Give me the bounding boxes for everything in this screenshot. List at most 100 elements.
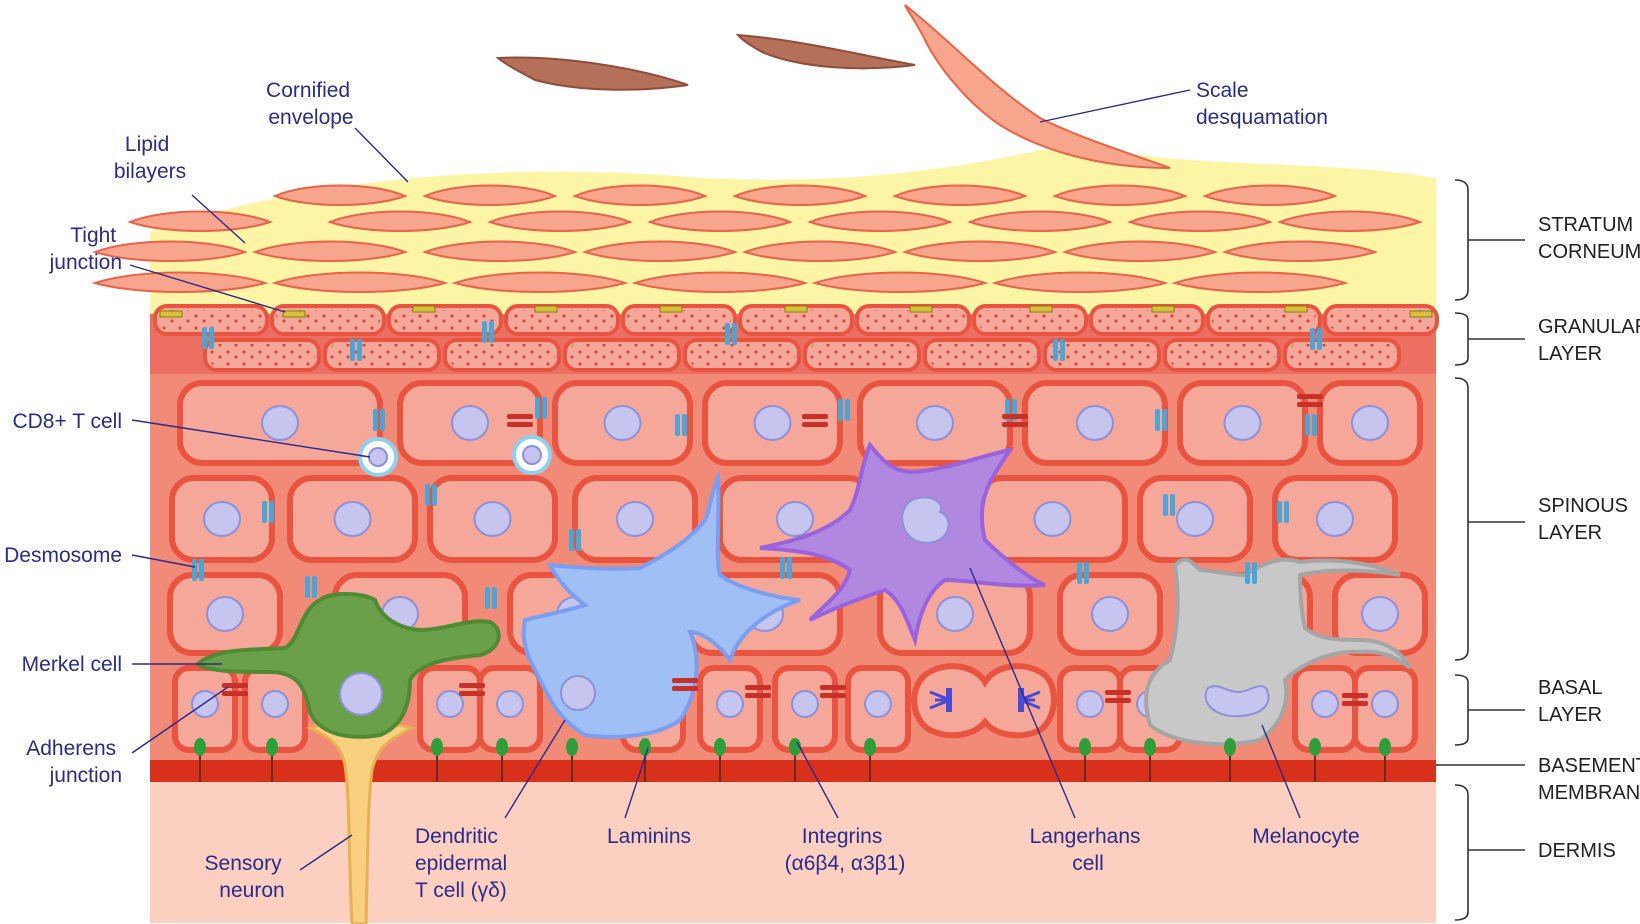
layer-dermis: DERMIS: [1538, 840, 1616, 862]
label-scale-desquamation: Scale desquamation: [1196, 79, 1328, 129]
desmosome-glyph: [838, 399, 843, 421]
corneocyte: [272, 184, 408, 206]
keratohyalin-granules: [449, 344, 555, 366]
dendritic-t-cell-nucleus: [560, 675, 596, 711]
desmosome-glyph: [312, 576, 317, 598]
keratohyalin-granules: [1329, 310, 1433, 330]
corneocyte: [741, 240, 899, 262]
spinous-nucleus: [206, 596, 244, 632]
desmosome-glyph: [1084, 562, 1089, 584]
desmosome-glyph: [725, 323, 730, 345]
tight-junction: [534, 305, 558, 313]
keratohyalin-granules: [329, 344, 435, 366]
spinous-nucleus: [753, 405, 792, 441]
desmosome-glyph: [1310, 328, 1315, 350]
basal-nucleus: [864, 690, 892, 718]
desmosome-glyph: [780, 557, 785, 579]
label-lipid-bilayers: Lipid bilayers: [114, 133, 186, 183]
spinous-nucleus: [1091, 596, 1129, 632]
integrin-glyph: [1144, 738, 1156, 756]
adherens-glyph: [459, 683, 485, 688]
desmosome-glyph: [357, 339, 362, 361]
labels: Cornified envelope Lipid bilayers Tight …: [4, 79, 1360, 902]
desmosome-glyph: [1305, 414, 1310, 436]
corneocyte: [1061, 240, 1219, 262]
desmosome-glyph: [682, 414, 687, 436]
label-dendritic-epidermal-t-cell: Dendritic epidermal T cell (γδ): [415, 825, 513, 902]
keratohyalin-granules: [689, 344, 795, 366]
tight-junction: [282, 310, 306, 318]
desmosome-glyph: [569, 529, 574, 551]
adherens-glyph: [1297, 402, 1323, 407]
label-cornified-envelope: Cornified envelope: [266, 79, 356, 129]
corneocyte: [732, 184, 868, 206]
integrin-glyph: [496, 738, 508, 756]
keratohyalin-granules: [978, 310, 1082, 330]
tight-junction: [784, 305, 808, 313]
desmosome-glyph: [535, 397, 540, 419]
corneocyte: [127, 210, 273, 232]
spinous-nucleus: [1223, 405, 1262, 441]
spinous-nucleus: [916, 405, 954, 441]
adherens-glyph: [820, 693, 846, 698]
spinous-nucleus: [473, 501, 512, 537]
desmosome-glyph: [380, 409, 385, 431]
integrin-glyph: [194, 738, 206, 756]
integrin-glyph: [1224, 738, 1236, 756]
spinous-nucleus: [603, 405, 642, 441]
desmosome-glyph: [845, 399, 850, 421]
keratohyalin-granules: [209, 344, 315, 366]
keratohyalin-granules: [393, 310, 497, 330]
keratohyalin-granules: [1169, 344, 1275, 366]
tight-junction: [1284, 305, 1308, 313]
layer-granular: GRANULAR LAYER: [1538, 316, 1640, 365]
corneocyte: [967, 210, 1113, 232]
desmosome-glyph: [675, 414, 680, 436]
langerhans-nucleus: [901, 496, 950, 544]
integrin-glyph: [1079, 738, 1091, 756]
corneocyte: [271, 271, 449, 293]
corneocyte: [1052, 184, 1188, 206]
label-laminins: Laminins: [607, 825, 691, 848]
spinous-nucleus: [1076, 405, 1114, 441]
keratohyalin-granules: [627, 310, 731, 330]
spinous-nucleus: [1176, 501, 1214, 537]
integrin-glyph: [864, 738, 876, 756]
basal-nucleus: [791, 690, 819, 718]
basal-nucleus: [261, 690, 289, 718]
corneocyte: [581, 240, 739, 262]
desmosome-glyph: [1163, 494, 1168, 516]
integrin-glyph: [1309, 738, 1321, 756]
desmosome-glyph: [1284, 501, 1289, 523]
dermis: [150, 775, 1436, 923]
basal-nucleus: [191, 690, 219, 718]
leader-lines: [129, 89, 1301, 871]
tight-junction: [412, 305, 436, 313]
spinous-nucleus: [1033, 501, 1072, 537]
corneocyte: [807, 210, 953, 232]
tight-junction: [159, 310, 183, 318]
desmosome-glyph: [269, 501, 274, 523]
desmosome-glyph: [202, 327, 207, 349]
desmosome-glyph: [1077, 562, 1082, 584]
adherens-glyph: [1105, 698, 1131, 703]
keratohyalin-granules: [1289, 344, 1395, 366]
adherens-glyph: [222, 691, 248, 696]
desmosome-glyph: [1170, 494, 1175, 516]
corneocyte: [892, 184, 1028, 206]
basal-nucleus: [1311, 690, 1339, 718]
spinous-nucleus: [333, 501, 372, 537]
integrin-glyph: [714, 738, 726, 756]
label-tight-junction: Tight junction: [49, 224, 122, 274]
desmosome-glyph: [373, 409, 378, 431]
keratohyalin-granules: [861, 310, 965, 330]
corneocyte: [1127, 210, 1273, 232]
spinous-nucleus: [936, 596, 974, 632]
desmosome-glyph: [432, 484, 437, 506]
label-adherens-junction: Adherens junction: [26, 737, 122, 787]
corneocyte: [251, 240, 409, 262]
desmosome-glyph: [192, 559, 197, 581]
label-merkel-cell: Merkel cell: [22, 653, 122, 676]
keratohyalin-granules: [1049, 344, 1155, 366]
